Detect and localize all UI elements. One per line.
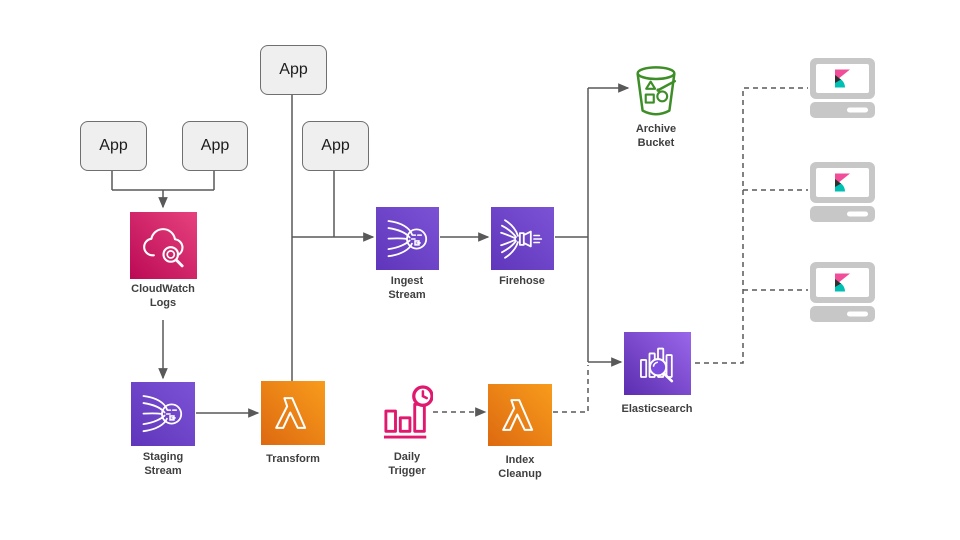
transform-label: Transform — [266, 453, 320, 465]
index-cleanup-label: Index Cleanup — [498, 454, 542, 480]
kibana-node-2 — [810, 162, 875, 222]
firehose-icon — [499, 218, 542, 259]
staging-stream-label: Staging Stream — [142, 451, 184, 477]
daily-trigger-node — [383, 385, 434, 441]
app-node-mid: App — [302, 121, 369, 171]
archive-bucket-label: Archive Bucket — [635, 123, 677, 149]
kinesis-stream-icon — [142, 395, 183, 433]
app-label: App — [279, 61, 308, 78]
scheduled-event-icon — [383, 385, 434, 439]
app-node-left-1: App — [80, 121, 147, 171]
kibana-monitor-icon — [810, 162, 875, 222]
kibana-node-1 — [810, 58, 875, 118]
ingest-stream-node — [376, 207, 439, 270]
elasticsearch-icon — [639, 347, 673, 382]
cloudwatch-logs-node — [130, 212, 197, 279]
cloudwatch-logs-icon — [142, 227, 184, 267]
app-node-top: App — [260, 45, 327, 95]
ingest-stream-label: Ingest Stream — [388, 275, 426, 301]
elasticsearch-label: Elasticsearch — [621, 403, 693, 415]
elasticsearch-node — [624, 332, 691, 395]
kibana-monitor-icon — [810, 58, 875, 118]
daily-trigger-label: Daily Trigger — [388, 451, 426, 477]
app-label: App — [321, 137, 350, 154]
index-cleanup-node — [488, 384, 552, 446]
firehose-node — [491, 207, 554, 270]
transform-node — [261, 381, 325, 445]
firehose-label: Firehose — [499, 275, 545, 287]
s3-bucket-icon — [636, 66, 676, 116]
cloudwatch-logs-label: CloudWatch Logs — [131, 283, 195, 309]
app-label: App — [200, 137, 230, 154]
archive-bucket-node — [631, 63, 681, 119]
lambda-icon — [502, 399, 534, 431]
app-node-left-2: App — [182, 121, 248, 171]
kibana-node-3 — [810, 262, 875, 322]
app-label: App — [99, 137, 128, 154]
lambda-icon — [275, 397, 307, 429]
kibana-monitor-icon — [810, 262, 875, 322]
kinesis-stream-icon — [387, 219, 427, 257]
staging-stream-node — [131, 382, 195, 446]
